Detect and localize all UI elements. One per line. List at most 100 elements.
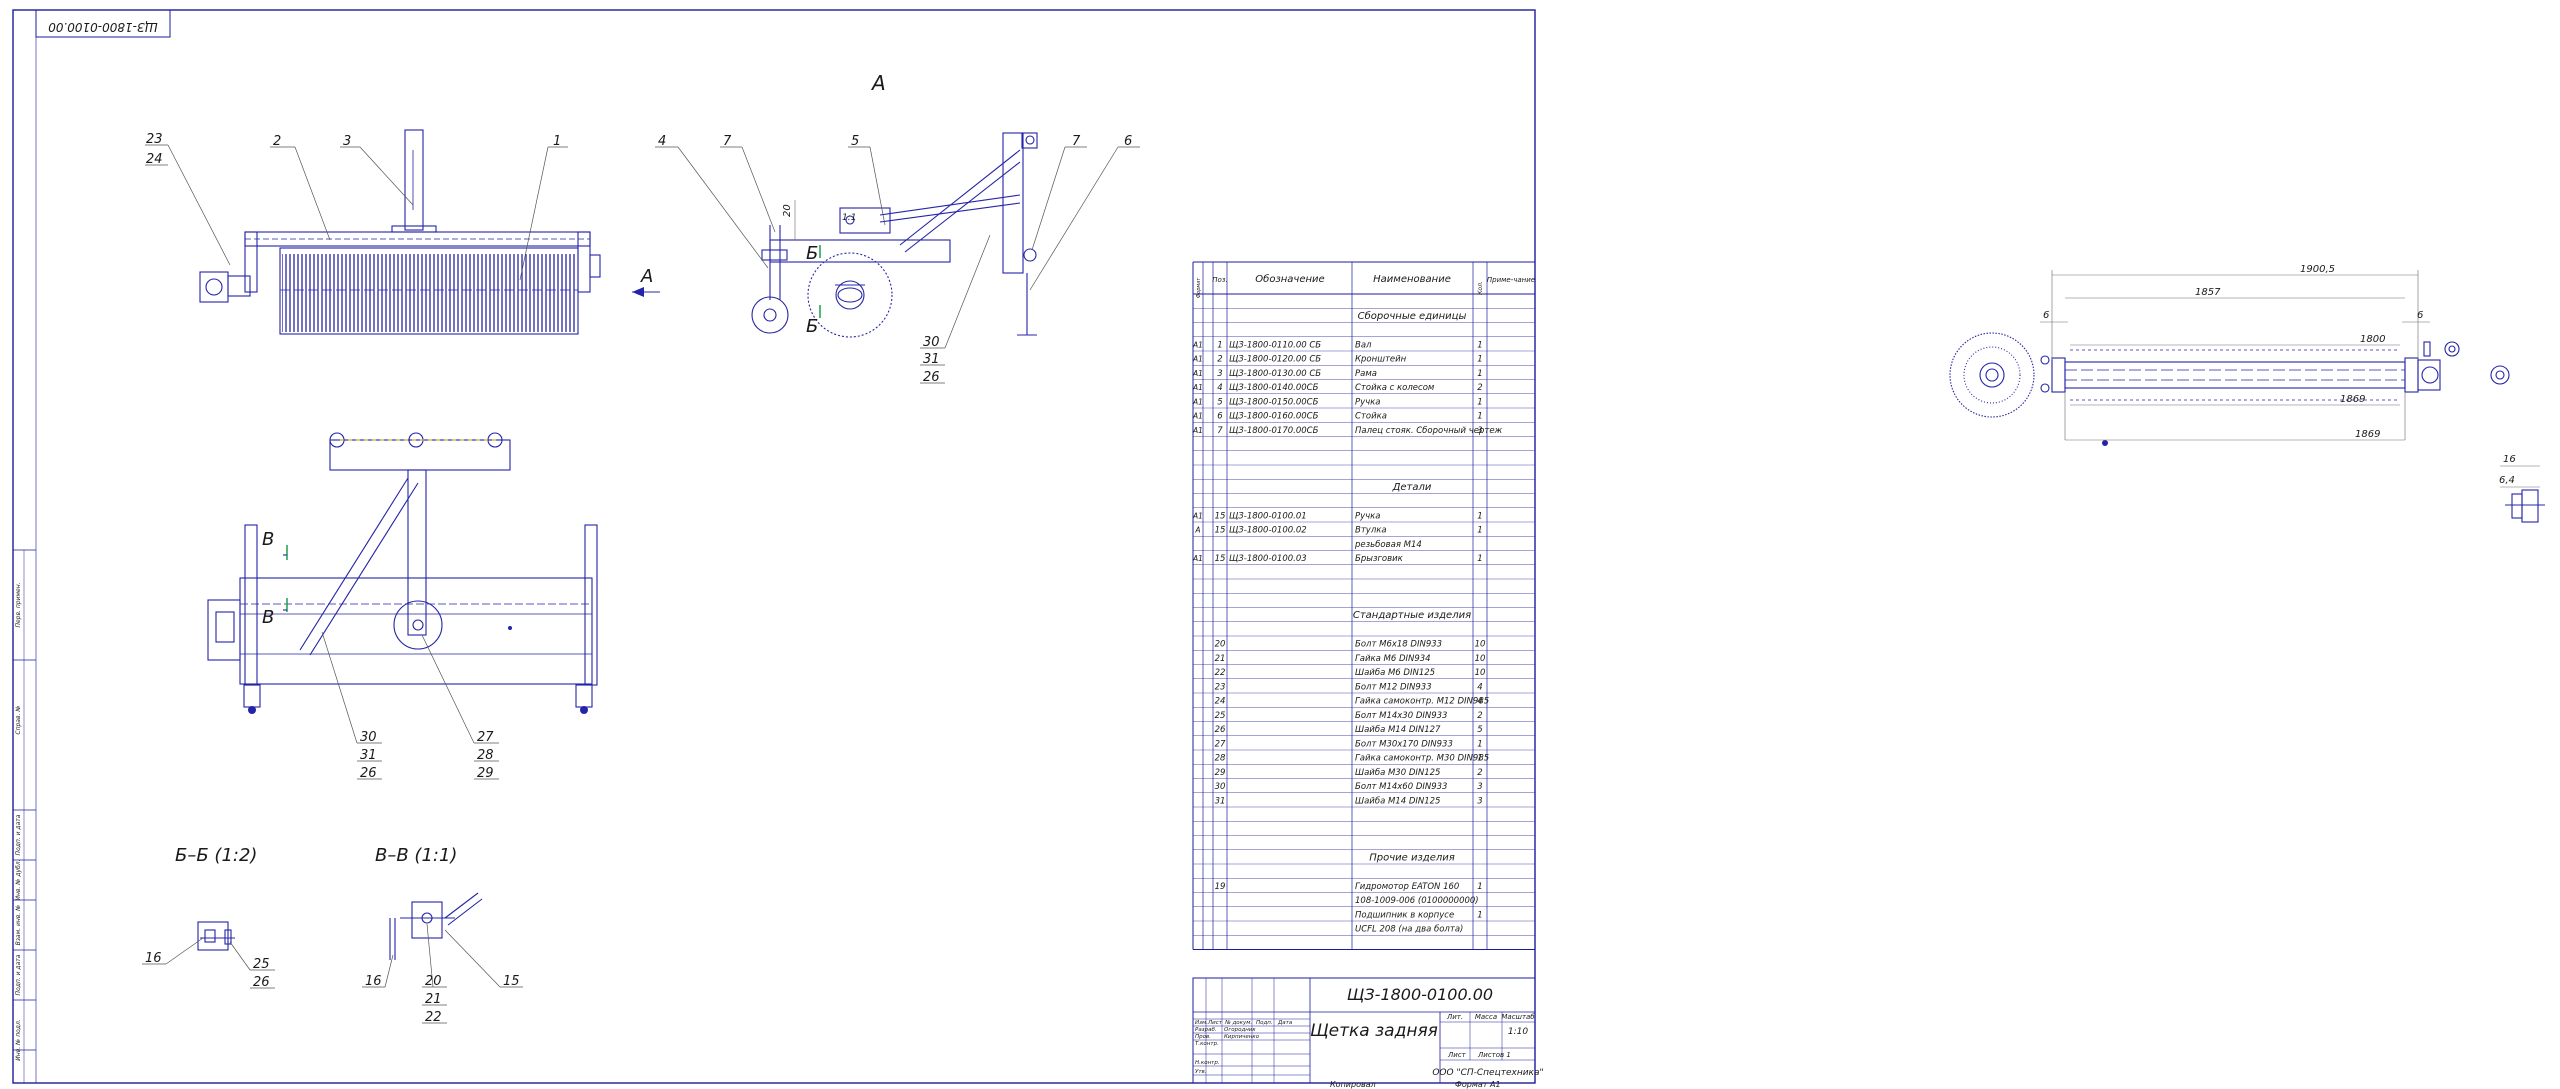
view-b-bottom: Б: [806, 316, 818, 337]
spec-header-note: Приме-чание: [1487, 276, 1535, 284]
side-strip: Перв. примен. Справ. № Подп. и дата Инв.…: [13, 549, 36, 1083]
callout-31b: 31: [360, 748, 377, 763]
callout-25: 25: [253, 957, 270, 972]
spec-cell-qty: 10: [1475, 668, 1486, 678]
spec-cell-pos: 22: [1215, 668, 1226, 678]
callout-5: 5: [851, 134, 859, 149]
dim-20: 20: [782, 204, 793, 217]
strip-label-podp2: Подп. и дата: [15, 954, 22, 995]
spec-cell-qty: 2: [1477, 768, 1482, 778]
title-block: ЩЗ-1800-0100.00 Щетка задняя ООО "СП-Спе…: [1192, 977, 1544, 1089]
spec-cell-name: Брызговик: [1355, 554, 1404, 564]
spec-section-title: Прочие изделия: [1369, 852, 1455, 863]
spec-cell-pos: 26: [1215, 725, 1226, 735]
spec-cell-name: Болт М30х170 DIN933: [1355, 739, 1453, 749]
spec-cell-qty: 1: [1477, 397, 1482, 407]
spec-cell-qty: 1: [1477, 355, 1482, 365]
spec-cell-format: А1: [1192, 355, 1203, 364]
dim-1857: 1857: [2195, 287, 2221, 298]
callout-23: 23: [146, 132, 163, 147]
callout-27: 27: [477, 730, 494, 745]
spec-cell-designation: ЩЗ-1800-0170.00СБ: [1229, 426, 1319, 436]
spec-cell-pos: 2: [1217, 355, 1222, 365]
spec-cell-pos: 24: [1215, 697, 1226, 707]
callout-4: 4: [658, 134, 666, 149]
spec-cell-designation: ЩЗ-1800-0160.00СБ: [1229, 412, 1319, 422]
callout-1: 1: [553, 134, 561, 149]
side-view-a: А Б Б 20 1:1: [751, 71, 1038, 338]
callouts: 23 24 2 3 1 4 7 5 7 6 30 31 26: [142, 132, 1140, 1025]
spec-header-zone: Поз.: [1212, 276, 1228, 284]
spec-cell-qty: 1: [1477, 412, 1482, 422]
spec-cell-qty: 4: [1477, 697, 1482, 707]
spec-cell-name: Шайба М14 DIN125: [1355, 796, 1440, 806]
section-vv-title: В–В (1:1): [375, 845, 457, 866]
section-bb-title: Б–Б (1:2): [175, 845, 257, 866]
section-vv: В–В (1:1): [375, 845, 483, 960]
callout-7a: 7: [723, 134, 732, 149]
scale-1-1: 1:1: [842, 213, 856, 223]
spec-cell-format: А1: [1192, 412, 1203, 421]
spec-section-title: Сборочные единицы: [1358, 310, 1467, 322]
second-sheet-drawing: 1900,5 1857 1800 1869 1869 6 6 16 6,4: [1949, 264, 2545, 523]
dim-1869a: 1869: [2340, 394, 2365, 405]
spec-cell-qty: 3: [1477, 796, 1482, 806]
spec-cell-qty: 1: [1477, 910, 1482, 920]
spec-cell-format: А1: [1192, 383, 1203, 392]
spec-cell-pos: 31: [1215, 796, 1226, 806]
spec-cell-qty: 3: [1477, 782, 1482, 792]
dim-6a: 6: [2043, 310, 2049, 321]
spec-cell-name: Рама: [1355, 369, 1377, 379]
spec-cell-name: резьбовая М14: [1354, 540, 1422, 550]
tb-mass: Масса: [1475, 1013, 1497, 1021]
tb-col-doc: № докум.: [1224, 1020, 1252, 1026]
tb-razrab-name: Огородник: [1224, 1027, 1256, 1033]
spec-cell-format: А1: [1192, 369, 1203, 378]
copied-label: Копировал: [1330, 1080, 1376, 1089]
dim-16: 16: [2503, 454, 2516, 465]
spec-cell-name: 108-1009-006 (0100000000): [1355, 896, 1479, 906]
dim-1800: 1800: [2360, 334, 2385, 345]
spec-cell-pos: 28: [1215, 754, 1226, 764]
view-a-title: А: [870, 71, 886, 95]
spec-cell-qty: 2: [1477, 711, 1482, 721]
spec-cell-pos: 30: [1215, 782, 1226, 792]
callout-16b: 16: [365, 974, 382, 989]
callout-29: 29: [477, 766, 494, 781]
tb-col-date: Дата: [1277, 1020, 1293, 1026]
spec-cell-designation: ЩЗ-1800-0110.00 СБ: [1229, 340, 1321, 350]
spec-cell-name: Вал: [1355, 340, 1372, 350]
spec-cell-pos: 23: [1215, 682, 1226, 692]
strip-label-podp1: Подп. и дата: [15, 814, 22, 855]
front-view: [199, 129, 601, 335]
arrow-a-label: А: [640, 266, 653, 287]
spec-cell-name: Болт М6х18 DIN933: [1355, 640, 1442, 650]
strip-label-vzam: Взам. инв. №: [15, 905, 22, 946]
format-label: Формат А1: [1455, 1080, 1501, 1089]
callout-7b: 7: [1072, 134, 1081, 149]
spec-cell-name: Гайка М6 DIN934: [1355, 654, 1431, 664]
spec-cell-name: Шайба М6 DIN125: [1355, 668, 1435, 678]
tb-utv: Утв.: [1195, 1069, 1207, 1075]
spec-cell-name: Гидромотор EATON 160: [1355, 882, 1459, 892]
arrow-a: А: [632, 266, 660, 297]
spec-cell-qty: 4: [1477, 682, 1482, 692]
spec-cell-qty: 1: [1477, 739, 1482, 749]
callout-24: 24: [146, 152, 163, 167]
spec-cell-name: Ручка: [1355, 397, 1381, 407]
tb-col-izm: Изм.: [1195, 1020, 1208, 1026]
spec-cell-pos: 15: [1215, 526, 1226, 536]
strip-label-perv: Перв. примен.: [15, 582, 22, 627]
spec-header-designation: Обозначение: [1255, 273, 1324, 285]
callout-21: 21: [425, 992, 442, 1007]
spec-cell-pos: 15: [1215, 554, 1226, 564]
callout-2: 2: [273, 134, 281, 149]
spec-cell-pos: 27: [1215, 739, 1226, 749]
spec-section-title: Детали: [1392, 482, 1432, 493]
spec-cell-designation: ЩЗ-1800-0100.03: [1229, 554, 1307, 564]
spec-cell-pos: 20: [1215, 640, 1226, 650]
spec-cell-pos: 3: [1217, 369, 1222, 379]
spec-header-format: Формат: [1196, 277, 1202, 298]
